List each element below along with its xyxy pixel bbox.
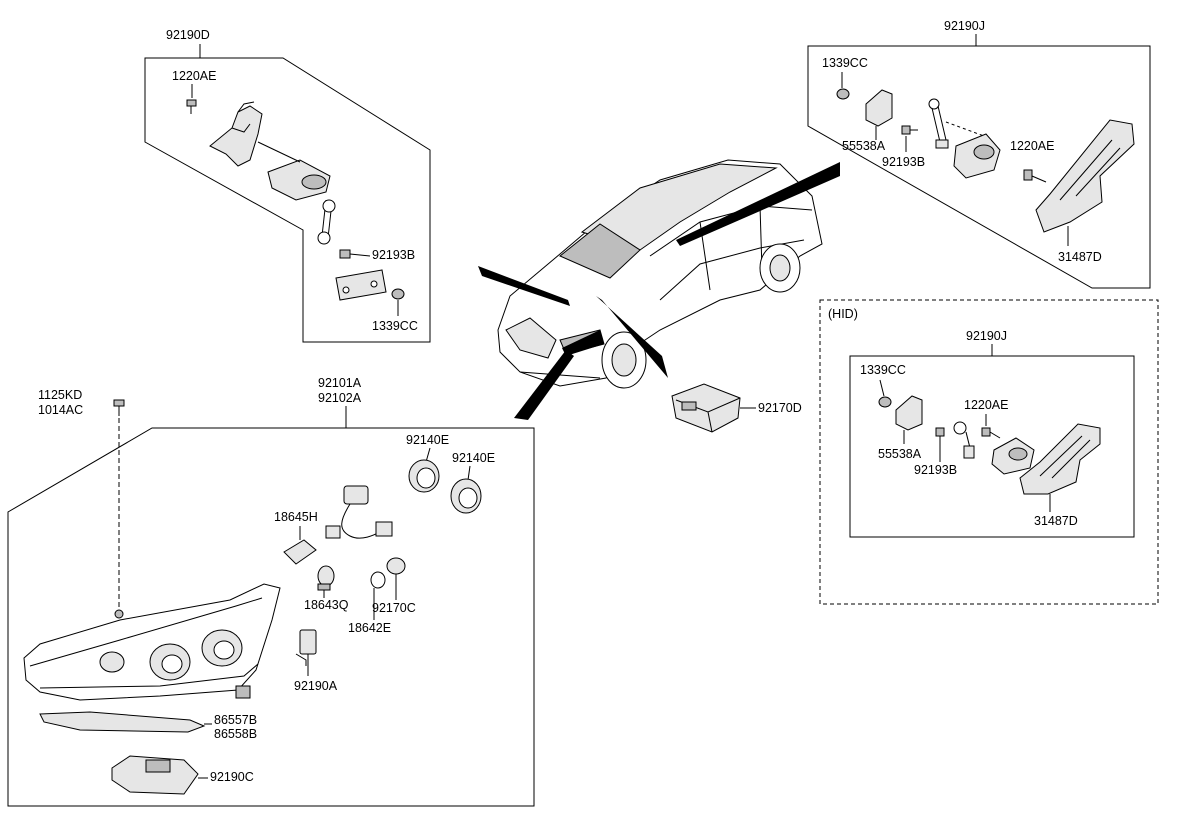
sensor-link-arm-hid	[953, 421, 975, 459]
label-92190C: 92190C	[210, 770, 254, 784]
label-1014AC: 1014AC	[38, 403, 83, 417]
wiring-harness	[325, 485, 393, 539]
bolt-group: 1125KD 1014AC	[38, 388, 125, 612]
hid-sensor-group: (HID) 92190J 1339CC 1220AE 55538A 92193B…	[819, 299, 1159, 605]
bulb-cap-a	[408, 447, 440, 493]
leveling-sensor	[267, 159, 331, 201]
bulb-18643Q	[317, 565, 335, 598]
bracket-55538A	[865, 89, 893, 127]
label-1339CC-r: 1339CC	[822, 56, 868, 70]
bolt-92193B-r	[901, 125, 918, 152]
group-code-92190J-hid: 92190J	[966, 329, 1007, 343]
label-1339CC-hid: 1339CC	[860, 363, 906, 377]
label-1339CC: 1339CC	[372, 319, 418, 333]
ecu-box	[671, 383, 741, 433]
label-92190A: 92190A	[294, 679, 338, 693]
group-code-92190J: 92190J	[944, 19, 985, 33]
label-92140E-a: 92140E	[406, 433, 449, 447]
ecu-module: 92170D	[671, 383, 802, 433]
nut-icon-1339CC	[391, 288, 405, 316]
leader-2	[676, 162, 840, 246]
grille	[505, 317, 557, 359]
label-18643Q: 18643Q	[304, 598, 349, 612]
nut-icon-hid	[878, 379, 892, 408]
leveling-sensor-group-right: 92190J 1339CC 55538A 92193B 1220AE 31487…	[807, 19, 1151, 289]
label-31487D-r: 31487D	[1058, 250, 1102, 264]
headlamp-group-frame	[7, 427, 535, 807]
headlamp-trim	[39, 711, 212, 733]
group-code-92190D: 92190D	[166, 28, 210, 42]
label-18645H: 18645H	[274, 510, 318, 524]
label-55538A-hid: 55538A	[878, 447, 922, 461]
label-1220AE-r: 1220AE	[1010, 139, 1054, 153]
hid-group-frame	[849, 355, 1135, 538]
label-92193B-hid: 92193B	[914, 463, 957, 477]
bulb-cap-b	[450, 465, 482, 514]
bracket-55538A-hid	[895, 395, 923, 431]
sensor-bracket	[209, 105, 263, 167]
label-92193B: 92193B	[372, 248, 415, 262]
windshield	[559, 223, 641, 279]
nut-icon	[339, 249, 371, 259]
hid-tag: (HID)	[828, 307, 858, 321]
leader-4	[514, 350, 574, 420]
bulb-18645H	[283, 526, 317, 565]
leveling-sensor-group-left: 92190D 1220AE 92193B 1339CC	[144, 28, 431, 343]
headlamp-housing	[23, 583, 281, 701]
headlamp-group: 92101A 92102A 92140E 92140E 18645H 18643…	[7, 376, 535, 807]
hid-ballast	[111, 755, 208, 795]
bulb-18642E	[370, 571, 386, 620]
bolt-icon	[186, 84, 197, 114]
nut-icon-r	[836, 72, 850, 100]
car-illustration	[478, 159, 840, 420]
sensor-link-arm	[317, 199, 336, 245]
group-code-92102A: 92102A	[318, 391, 362, 405]
label-1220AE-hid: 1220AE	[964, 398, 1008, 412]
bracket-31487D-hid	[1019, 423, 1101, 495]
label-86558B: 86558B	[214, 727, 257, 741]
label-92193B-r: 92193B	[882, 155, 925, 169]
leader-1	[478, 266, 570, 306]
label-1220AE: 1220AE	[172, 69, 216, 83]
label-92170C: 92170C	[372, 601, 416, 615]
bolt-1220AE-r	[1023, 169, 1047, 183]
hid-dashed-frame	[819, 299, 1159, 605]
bolt-icon-1125KD	[113, 399, 125, 416]
group-frame-right	[807, 45, 1151, 289]
leader-5	[562, 330, 604, 356]
bolt-92193B-hid	[935, 427, 945, 462]
car-roof	[580, 163, 778, 251]
label-55538A-r: 55538A	[842, 139, 886, 153]
socket-92170C	[386, 557, 406, 600]
headlamp-assembly	[23, 583, 281, 701]
bolt-1220AE-hid	[981, 414, 1001, 439]
label-31487D-hid: 31487D	[1034, 514, 1078, 528]
label-18642E: 18642E	[348, 621, 391, 635]
label-86557B: 86557B	[214, 713, 257, 727]
mounting-plate	[335, 269, 387, 301]
label-92140E-b: 92140E	[452, 451, 495, 465]
bracket-31487D	[1035, 119, 1135, 233]
label-1125KD: 1125KD	[38, 388, 82, 402]
sensor-link-arm-r	[928, 98, 949, 149]
label-92170D: 92170D	[758, 401, 802, 415]
bulb-92190A	[295, 629, 317, 676]
group-code-92101A: 92101A	[318, 376, 362, 390]
group-frame-left	[144, 57, 431, 343]
